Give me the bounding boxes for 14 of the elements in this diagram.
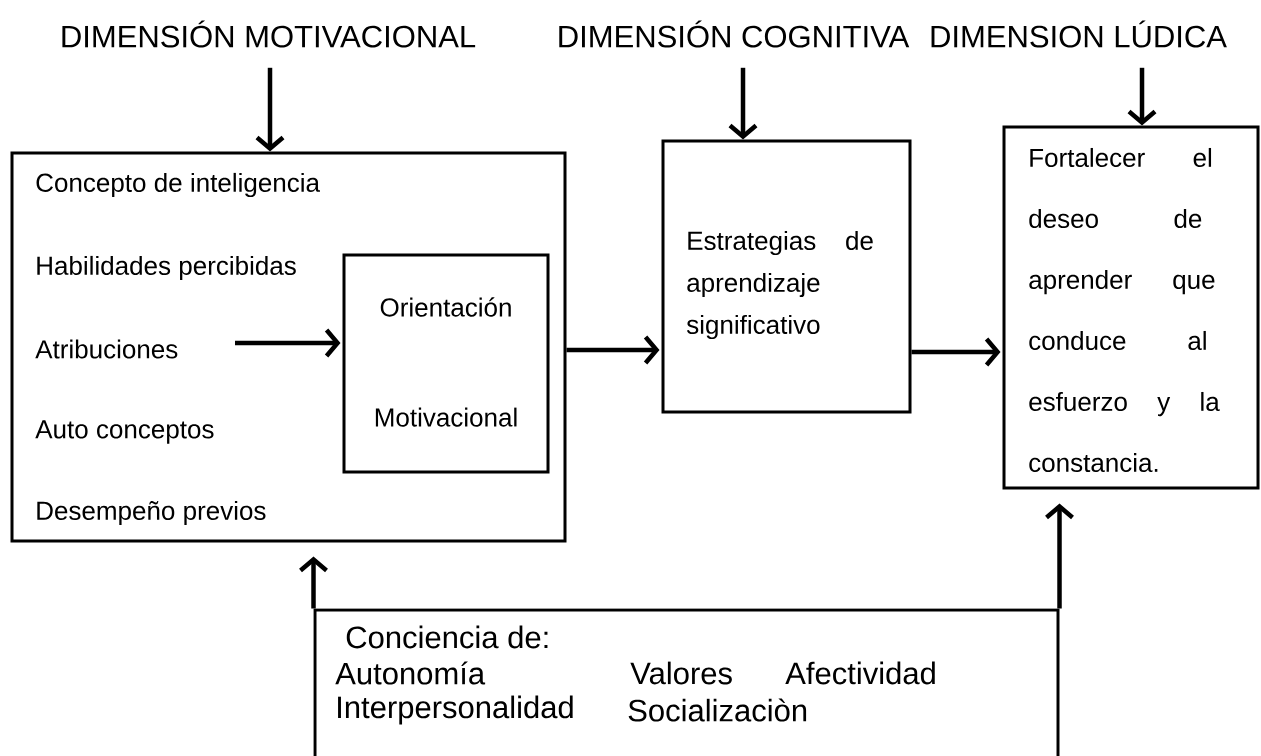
arrow: [566, 335, 660, 365]
process-box: Orientación Motivacional: [342, 253, 550, 474]
process-box: Estrategias de aprendizaje significativo: [661, 139, 912, 414]
process-box: Conciencia de: Autonomía Valores Afectividad Interpersonalidad Socializaciòn: [313, 608, 1060, 756]
arrow: [728, 67, 758, 140]
arrow: [911, 337, 1001, 367]
heading: DIMENSIÓN MOTIVACIONAL: [62, 20, 476, 48]
arrow: [255, 67, 285, 152]
heading: DIMENSIÓN COGNITIVA: [559, 20, 910, 48]
arrow: [1127, 67, 1157, 126]
heading: DIMENSION LÚDICA: [931, 20, 1227, 48]
arrow: [235, 328, 341, 358]
process-box: Fortalecer el deseo de aprender que conduce al esfuerzo y la constancia.: [1002, 125, 1260, 490]
arrow: [1045, 503, 1074, 609]
